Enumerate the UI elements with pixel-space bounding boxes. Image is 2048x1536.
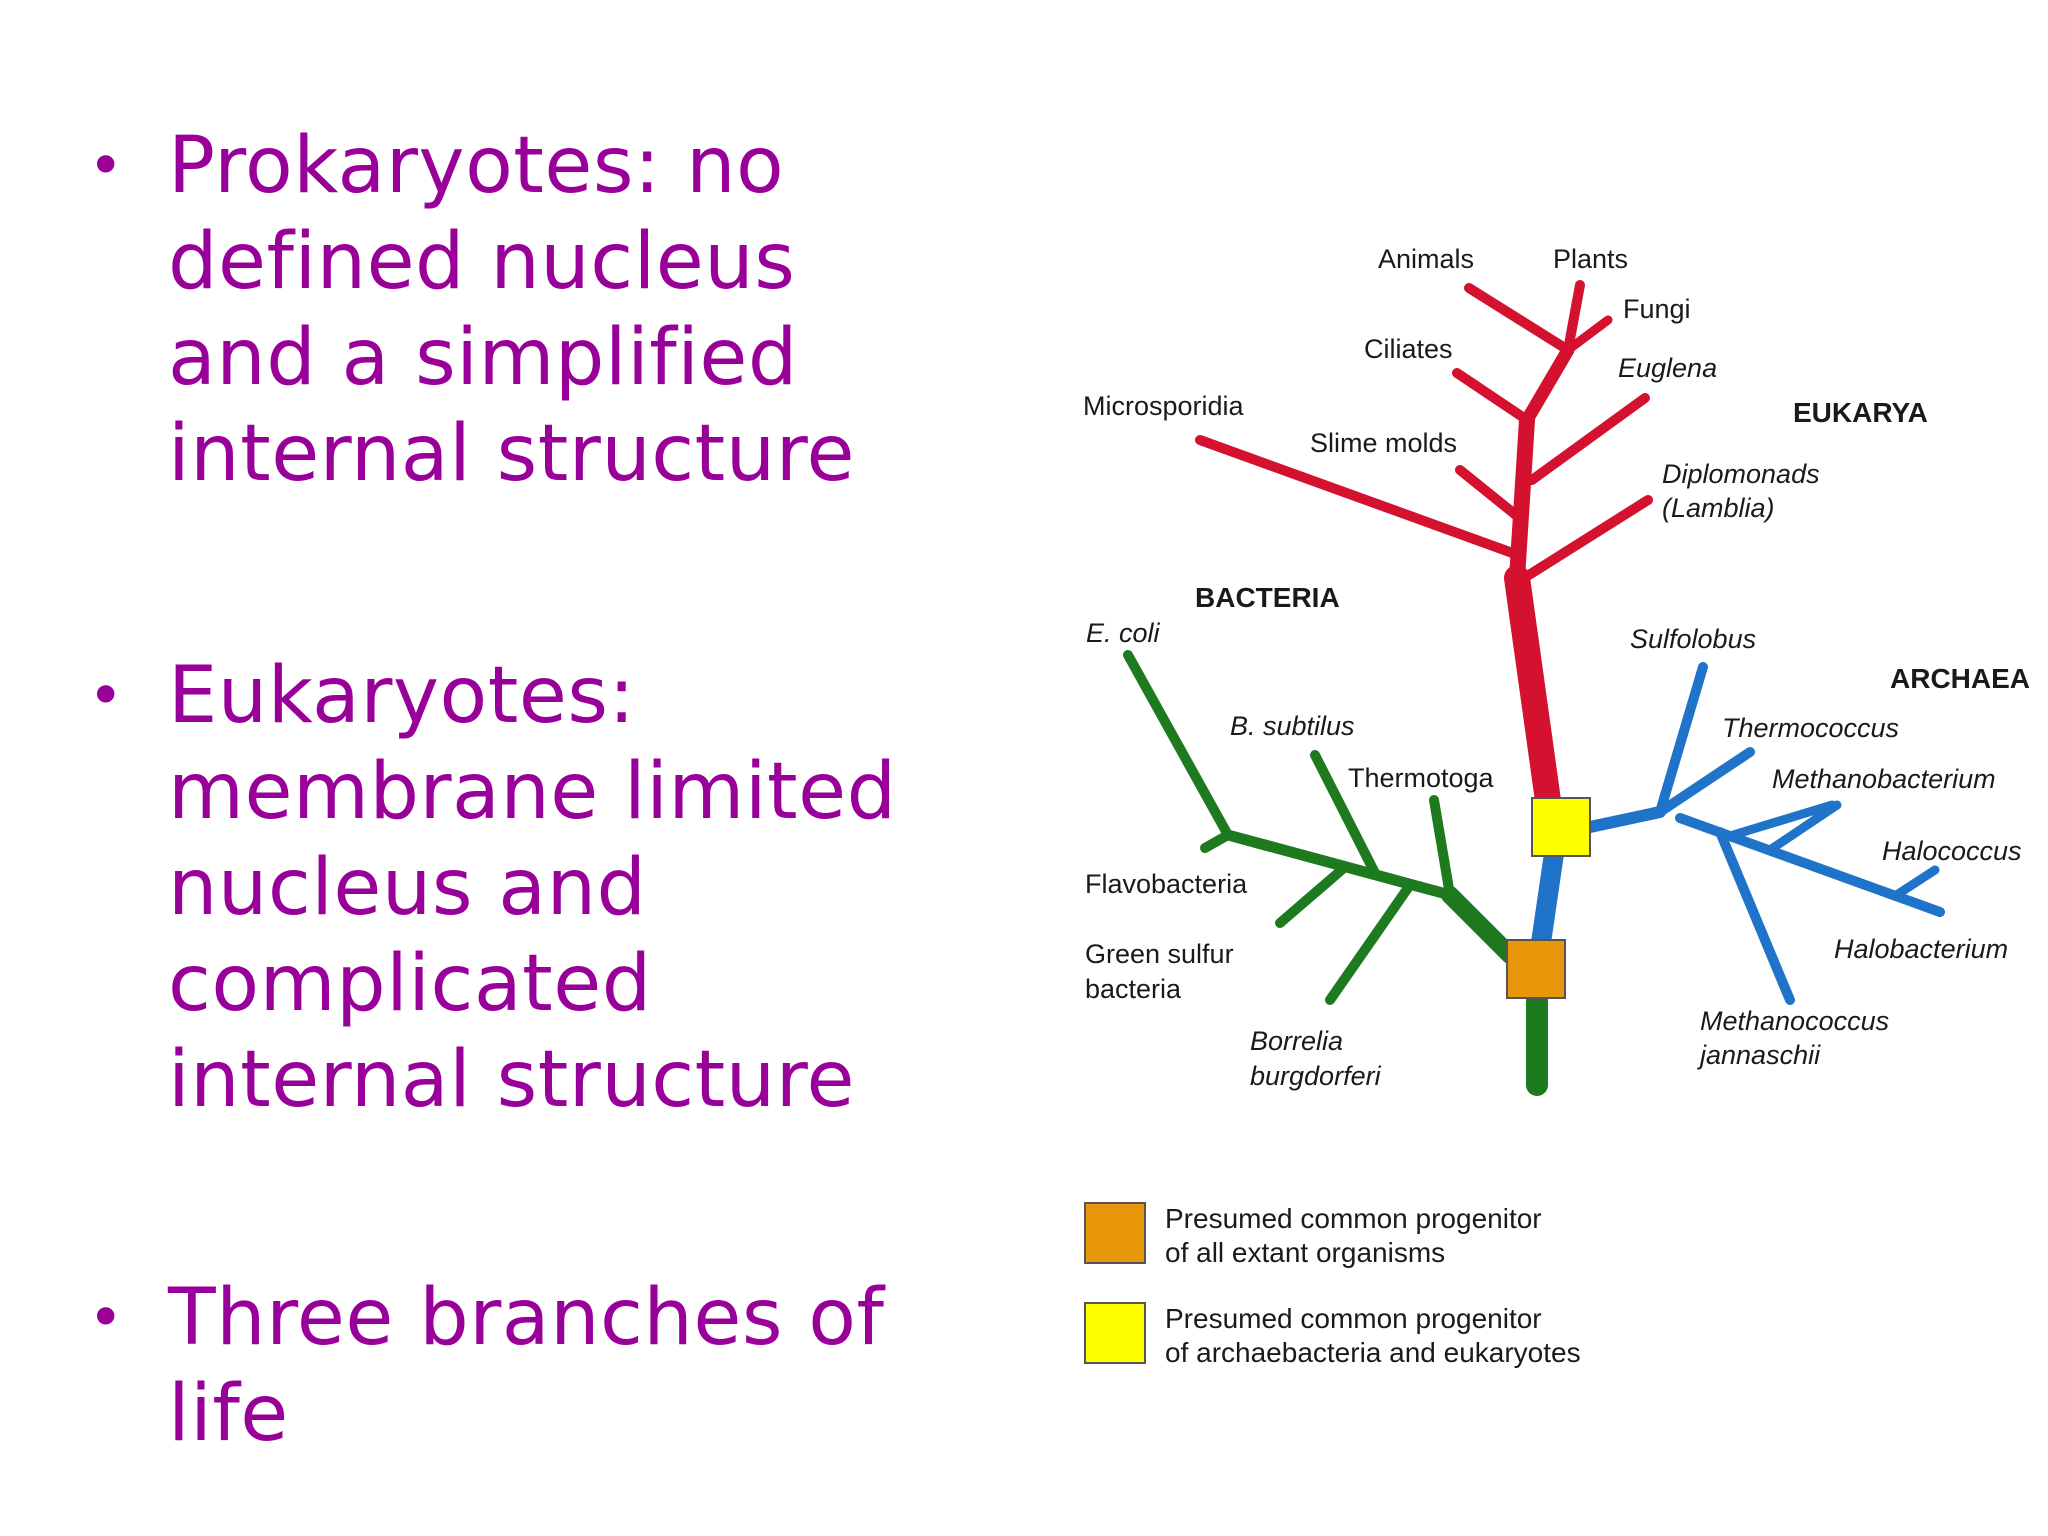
branch-bsubtilus (1310, 750, 1381, 880)
label-plants: Plants (1553, 244, 1628, 274)
progenitor-archaea-eukarya-marker (1531, 797, 1591, 857)
branch-fungi (1563, 315, 1613, 355)
label-methanococcus: Methanococcus (1700, 1006, 1889, 1036)
branch-animals (1464, 283, 1573, 355)
bullet-dot: • (88, 131, 124, 201)
branch-ecoli (1123, 650, 1233, 840)
branch-diplomonads (1516, 495, 1653, 585)
legend-orange-line1: Presumed common progenitor (1165, 1203, 1542, 1234)
label-diplomonads: Diplomonads (1662, 459, 1820, 489)
branch-flavobacteria (1200, 830, 1233, 853)
label-green-sulfur-bacteria: bacteria (1085, 974, 1182, 1004)
branch-methanococcus (1715, 827, 1795, 1005)
branch-microsporidia (1195, 435, 1523, 560)
legend-yellow-swatch (1084, 1302, 1146, 1364)
branch-borrelia (1325, 880, 1415, 1005)
label-thermotoga: Thermotoga (1348, 763, 1495, 793)
label-halococcus: Halococcus (1882, 836, 2022, 866)
bullet-text: Eukaryotes: membrane limited nucleus and… (168, 651, 897, 1125)
branch-green-sulfur (1275, 862, 1350, 928)
label-ecoli: E. coli (1086, 618, 1161, 648)
bullet-text: Prokaryotes: no defined nucleus and a si… (168, 121, 856, 499)
legend-yellow-line2: of archaebacteria and eukaryotes (1165, 1337, 1581, 1368)
eukarya-branches (1195, 280, 1653, 828)
bullet-text: Three branches of life (168, 1273, 885, 1459)
bacteria-main (1222, 829, 1456, 901)
label-slime-molds: Slime molds (1310, 428, 1457, 458)
bullet-dot: • (88, 1283, 124, 1353)
label-fungi: Fungi (1623, 294, 1691, 324)
label-burgdorferi: burgdorferi (1250, 1061, 1382, 1091)
label-halobacterium: Halobacterium (1834, 934, 2008, 964)
legend-yellow-line1: Presumed common progenitor (1165, 1303, 1542, 1334)
eukarya-upper-stem (1520, 343, 1575, 427)
branch-thermococcus (1655, 747, 1755, 817)
branch-methanobacterium (1725, 800, 1837, 841)
label-sulfolobus: Sulfolobus (1630, 624, 1756, 654)
branch-euglena (1527, 393, 1650, 485)
branch-halobacterium (1890, 865, 1940, 901)
group-label-bacteria: BACTERIA (1195, 582, 1340, 613)
bullet-dot: • (88, 661, 124, 731)
branch-thermotoga (1429, 795, 1455, 900)
label-euglena: Euglena (1618, 353, 1717, 383)
branch-halococcus (1765, 800, 1842, 855)
label-green-sulfur: Green sulfur (1085, 939, 1234, 969)
label-microsporidia: Microsporidia (1083, 391, 1245, 421)
legend-orange-line2: of all extant organisms (1165, 1237, 1445, 1268)
bacteria-branches (1123, 650, 1548, 1096)
label-lamblia: (Lamblia) (1662, 493, 1775, 523)
label-animals: Animals (1378, 244, 1474, 274)
branch-ciliates (1452, 368, 1532, 425)
label-bsubtilus: B. subtilus (1230, 711, 1355, 741)
label-flavobacteria: Flavobacteria (1085, 869, 1248, 899)
group-label-eukarya: EUKARYA (1793, 397, 1928, 428)
archaea-branches (1527, 662, 1945, 1005)
branch-slime-molds (1455, 465, 1527, 525)
branch-sulfolobus (1655, 662, 1708, 817)
label-jannaschii: jannaschii (1696, 1040, 1821, 1070)
label-borrelia: Borrelia (1250, 1026, 1343, 1056)
label-methanobacterium: Methanobacterium (1772, 764, 1996, 794)
group-label-archaea: ARCHAEA (1890, 663, 2030, 694)
legend-orange-swatch (1084, 1202, 1146, 1264)
label-ciliates: Ciliates (1364, 334, 1453, 364)
eukarya-trunk (1504, 565, 1563, 828)
bacteria-trunk (1441, 886, 1519, 964)
branch-plants (1563, 280, 1585, 355)
archaea-base (1584, 806, 1666, 833)
label-thermococcus: Thermococcus (1722, 713, 1899, 743)
progenitor-all-marker (1506, 939, 1566, 999)
